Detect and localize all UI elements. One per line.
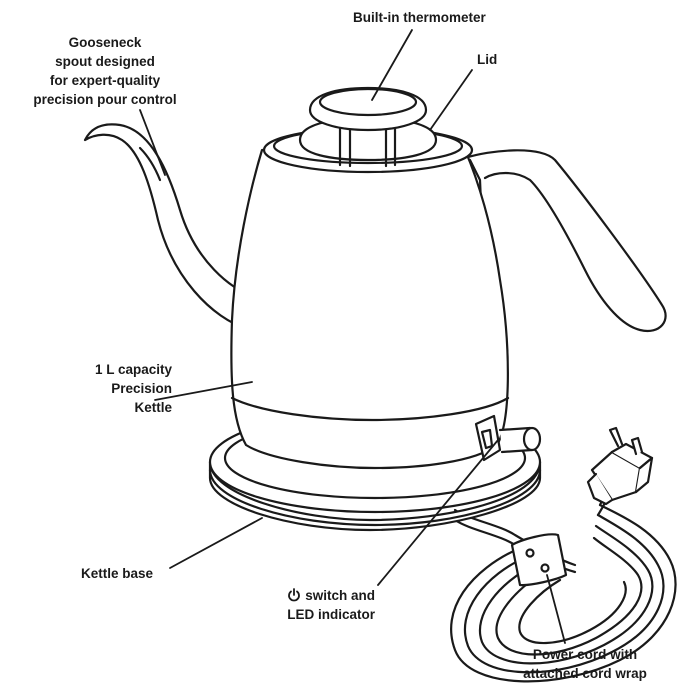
label-capacity: 1 L capacity Precision Kettle [94, 362, 172, 415]
label-switch: switch and LED indicator [287, 588, 375, 622]
spout [83, 123, 260, 332]
cord-wrap [510, 533, 568, 587]
plug [586, 426, 654, 506]
label-spout: Gooseneck spout designed for expert-qual… [33, 35, 177, 107]
label-thermometer: Built-in thermometer [353, 10, 486, 25]
label-lid: Lid [477, 52, 498, 67]
thermometer [308, 86, 428, 132]
switch [474, 414, 542, 462]
power-cord [450, 480, 677, 683]
leader-lines [139, 29, 566, 644]
power-icon [288, 588, 301, 602]
label-cord: Power cord with attached cord wrap [523, 647, 647, 681]
label-base: Kettle base [81, 566, 154, 581]
kettle-body [230, 126, 510, 470]
